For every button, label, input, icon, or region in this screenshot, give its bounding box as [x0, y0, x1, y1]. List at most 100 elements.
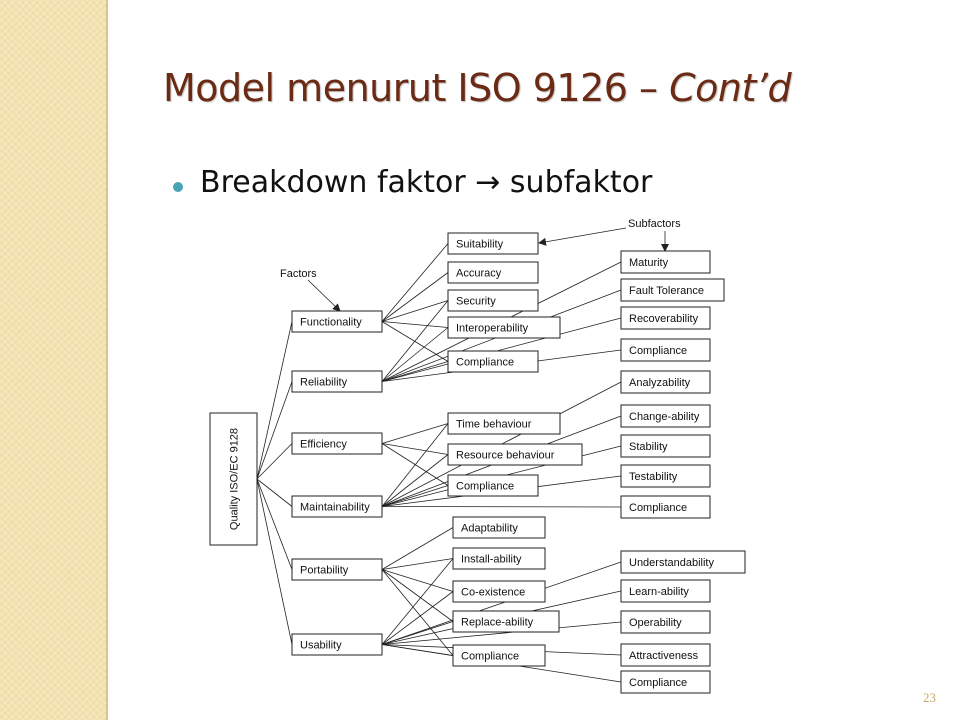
- sidebar-divider: [106, 0, 108, 720]
- subfactor-box-compliance-frame: [620, 338, 711, 362]
- root-to-factor-line: [256, 478, 293, 507]
- factor-to-subfactor-line: [381, 272, 449, 322]
- factor-box-portability: Portability: [291, 558, 383, 581]
- factor-box-usability-frame: [291, 633, 383, 656]
- subfactor-box-compliance-label: Compliance: [461, 651, 519, 663]
- subfactor-box-recoverability: Recoverability: [620, 306, 711, 330]
- subfactor-box-compliance: Compliance: [620, 670, 711, 694]
- subfactor-box-understandability: Understandability: [620, 550, 746, 574]
- slide-title: Model menurut ISO 9126 – Cont’d: [163, 66, 792, 110]
- factor-to-subfactor-line: [381, 423, 449, 444]
- factor-to-subfactor-line: [381, 591, 454, 645]
- subfactor-box-suitability: Suitability: [447, 232, 539, 255]
- subfactor-box-adaptability: Adaptability: [452, 516, 546, 539]
- subfactor-box-change-ability-label: Change-ability: [629, 411, 700, 423]
- connector-lines: [256, 227, 669, 683]
- factor-box-functionality-frame: [291, 310, 383, 333]
- subfactor-box-change-ability: Change-ability: [620, 404, 711, 428]
- subfactor-box-compliance-frame: [447, 474, 539, 497]
- subfactor-box-co-existence: Co-existence: [452, 580, 546, 603]
- subfactor-box-resource-behaviour-label: Resource behaviour: [456, 450, 555, 462]
- factor-box-usability: Usability: [291, 633, 383, 656]
- root-to-factor-line: [256, 478, 293, 645]
- factor-to-subfactor-line: [381, 621, 622, 645]
- subfactor-box-install-ability: Install-ability: [452, 547, 546, 570]
- factor-to-subfactor-line: [381, 569, 454, 656]
- subfactor-box-operability: Operability: [620, 610, 711, 634]
- factor-to-subfactor-line: [381, 506, 622, 508]
- factor-to-subfactor-line: [381, 443, 449, 455]
- factor-box-usability-label: Usability: [300, 640, 342, 652]
- subfactor-box-attractiveness-label: Attractiveness: [629, 650, 699, 662]
- subfactor-box-time-behaviour-frame: [447, 412, 561, 435]
- subfactor-box-testability-label: Testability: [629, 471, 678, 483]
- subfactor-box-compliance-label: Compliance: [456, 357, 514, 369]
- factor-to-subfactor-line: [381, 423, 449, 507]
- subfactor-box-analyzability: Analyzability: [620, 370, 711, 394]
- factors-arrow: [307, 279, 341, 312]
- subfactor-box-interoperability: Interoperability: [447, 316, 561, 339]
- subfactors-annotation: Subfactors: [628, 218, 681, 230]
- factor-box-functionality-label: Functionality: [300, 317, 362, 329]
- subfactor-box-operability-label: Operability: [629, 617, 682, 629]
- factor-to-subfactor-line: [381, 558, 454, 570]
- bullet-dot: [173, 182, 183, 192]
- subfactor-box-suitability-label: Suitability: [456, 239, 504, 251]
- subfactor-box-operability-frame: [620, 610, 711, 634]
- subfactor-box-replace-ability: Replace-ability: [452, 610, 560, 633]
- subfactor-box-attractiveness: Attractiveness: [620, 643, 711, 667]
- factor-to-subfactor-line: [381, 300, 449, 322]
- subfactor-box-compliance-frame: [620, 495, 711, 519]
- factor-box-efficiency-frame: [291, 432, 383, 455]
- subfactor-box-understandability-label: Understandability: [629, 557, 714, 569]
- subfactor-box-testability-frame: [620, 464, 711, 488]
- factor-box-maintainability-frame: [291, 495, 383, 518]
- factor-to-subfactor-line: [381, 327, 449, 382]
- factor-box-reliability-label: Reliability: [300, 377, 348, 389]
- root-quality-box-frame: [209, 412, 258, 546]
- page-number: 23: [923, 690, 936, 705]
- subfactor-box-recoverability-label: Recoverability: [629, 313, 699, 325]
- subfactor-box-compliance: Compliance: [452, 644, 546, 667]
- factor-box-functionality: Functionality: [291, 310, 383, 333]
- subfactor-box-maturity-label: Maturity: [629, 257, 669, 269]
- factor-box-reliability-frame: [291, 370, 383, 393]
- subfactor-box-install-ability-label: Install-ability: [461, 554, 522, 566]
- subfactor-box-security-frame: [447, 289, 539, 312]
- subfactor-box-understandability-frame: [620, 550, 746, 574]
- subfactor-box-attractiveness-frame: [620, 643, 711, 667]
- subfactor-box-testability: Testability: [620, 464, 711, 488]
- subfactor-box-accuracy-label: Accuracy: [456, 268, 502, 280]
- subfactor-box-maturity: Maturity: [620, 250, 711, 274]
- factor-box-efficiency-label: Efficiency: [300, 439, 347, 451]
- subfactor-box-compliance-label: Compliance: [456, 481, 514, 493]
- factor-to-subfactor-line: [381, 243, 449, 322]
- subfactor-box-learn-ability: Learn-ability: [620, 579, 711, 603]
- subfactor-box-resource-behaviour-frame: [447, 443, 583, 466]
- title-italic: Cont’d: [669, 66, 792, 110]
- subfactor-box-analyzability-frame: [620, 370, 711, 394]
- subfactor-box-learn-ability-frame: [620, 579, 711, 603]
- subfactor-box-compliance-frame: [620, 670, 711, 694]
- subfactor-box-compliance: Compliance: [620, 338, 711, 362]
- factor-to-subfactor-line: [381, 300, 449, 382]
- subfactor-box-compliance: Compliance: [447, 350, 539, 373]
- subfactor-box-maturity-frame: [620, 250, 711, 274]
- subfactor-box-fault-tolerance: Fault Tolerance: [620, 278, 725, 302]
- factor-to-subfactor-line: [381, 454, 449, 507]
- subfactor-box-install-ability-frame: [452, 547, 546, 570]
- subfactor-box-time-behaviour-label: Time behaviour: [456, 419, 532, 431]
- factor-to-subfactor-line: [381, 569, 454, 622]
- factor-to-subfactor-line: [381, 321, 449, 328]
- factor-to-subfactor-line: [381, 558, 454, 645]
- decorative-sidebar: [0, 0, 106, 720]
- subfactors-arrow: [538, 227, 627, 246]
- bullet-text: Breakdown faktor → subfaktor: [200, 165, 653, 200]
- subfactor-box-learn-ability-label: Learn-ability: [629, 586, 689, 598]
- subfactor-box-stability-label: Stability: [629, 441, 668, 453]
- subfactor-box-compliance: Compliance: [447, 474, 539, 497]
- subfactor-box-change-ability-frame: [620, 404, 711, 428]
- subfactor-box-compliance-label: Compliance: [629, 677, 687, 689]
- subfactor-box-compliance-frame: [452, 644, 546, 667]
- subfactor-box-accuracy: Accuracy: [447, 261, 539, 284]
